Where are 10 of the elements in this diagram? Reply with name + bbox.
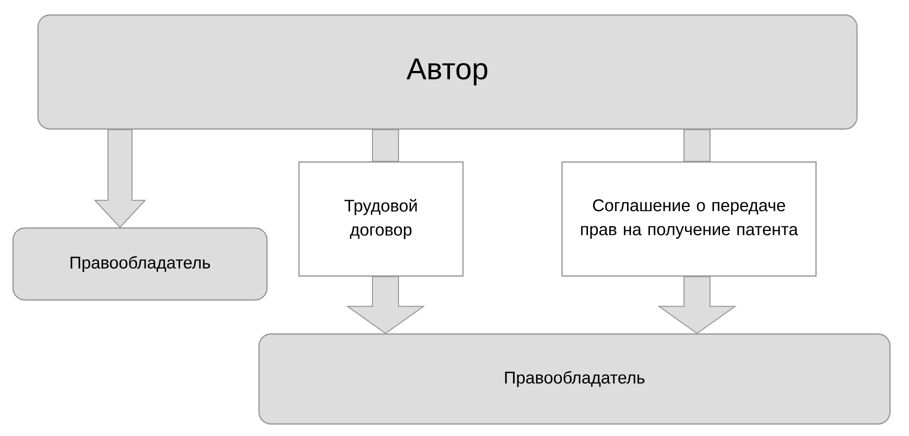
block-arrow	[684, 129, 710, 162]
block-arrow	[657, 276, 737, 334]
document-box: Трудовой договор	[298, 161, 464, 277]
document-box: Соглашение о передаче прав на получение патента	[561, 161, 817, 277]
block-arrow	[94, 129, 146, 228]
block-arrow	[346, 276, 426, 334]
rounded-box: Правообладатель	[12, 227, 268, 301]
rounded-box: Правообладатель	[258, 333, 891, 425]
block-arrow	[372, 129, 399, 162]
rounded-box: Автор	[37, 14, 858, 130]
